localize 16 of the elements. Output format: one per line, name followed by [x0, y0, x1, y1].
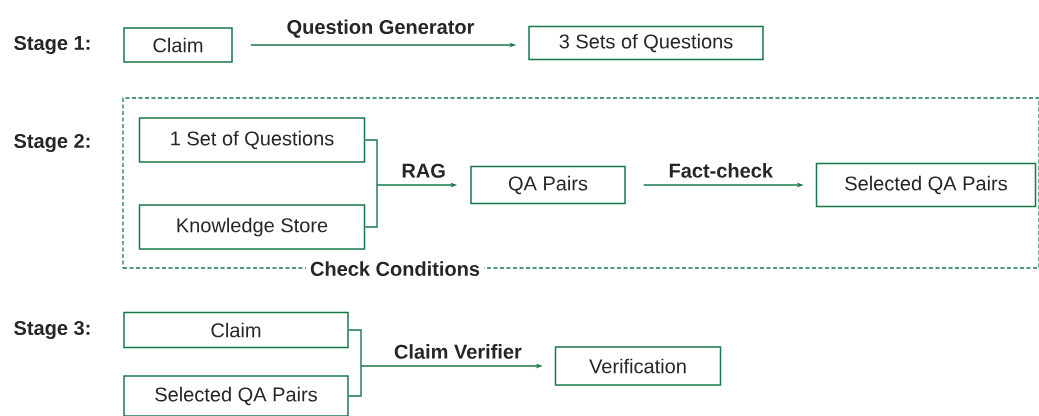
edge-label: RAG — [400, 162, 447, 179]
process-box: 1 Set of Questions — [138, 117, 366, 163]
process-box: Knowledge Store — [138, 204, 366, 250]
edge-label: Question Generator — [285, 18, 476, 39]
edge-label: Fact-check — [667, 162, 774, 179]
edge-label: Claim Verifier — [392, 343, 523, 360]
process-box: 3 Sets of Questions — [528, 25, 764, 61]
process-box: QA Pairs — [470, 165, 626, 205]
stage-label: Stage 3: — [14, 320, 90, 340]
process-box: Selected QA Pairs — [123, 375, 349, 416]
stage-label: Stage 1: — [14, 35, 90, 55]
process-box: Claim — [123, 311, 349, 349]
process-box: Verification — [554, 346, 722, 386]
process-box: Selected QA Pairs — [815, 162, 1037, 208]
process-box: Claim — [123, 27, 233, 63]
stage-label: Stage 2: — [14, 133, 90, 153]
